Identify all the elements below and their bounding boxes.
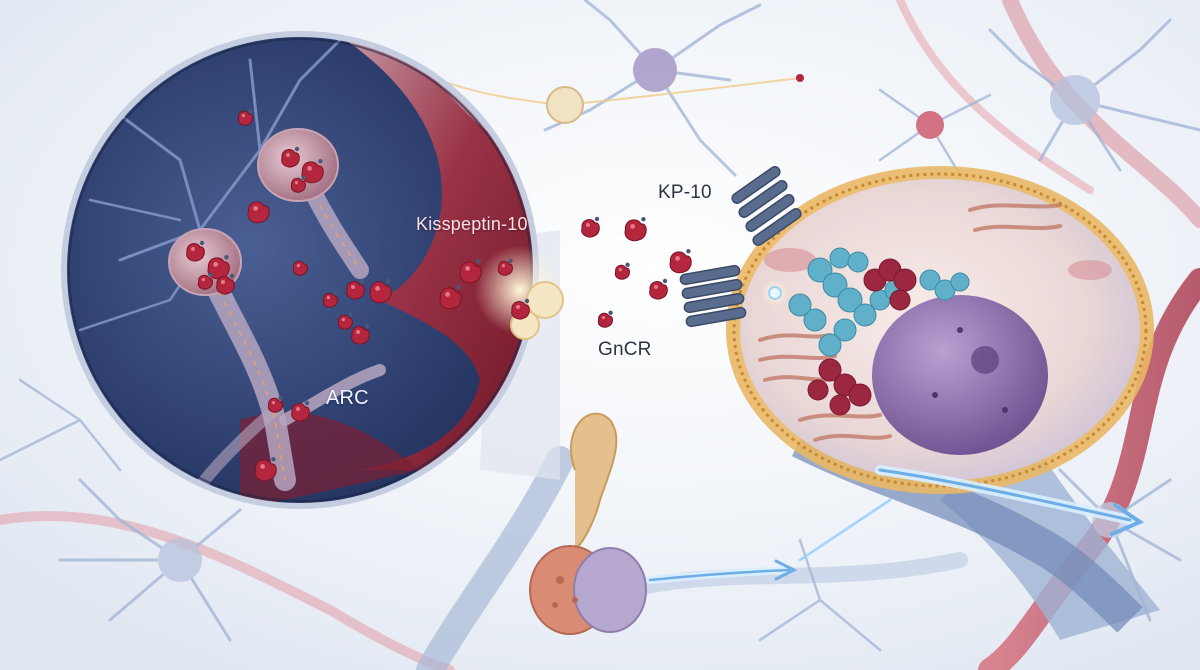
gland bbox=[529, 412, 647, 635]
peptide-icon bbox=[337, 312, 353, 330]
label-kp10: KP-10 bbox=[658, 182, 712, 203]
peptide-icon bbox=[254, 457, 277, 482]
peptide-icon bbox=[207, 255, 230, 280]
peptide-icon bbox=[216, 273, 235, 295]
peptide-icon bbox=[292, 258, 308, 276]
neuron-soma bbox=[168, 128, 339, 296]
label-receptor: GnCR bbox=[598, 339, 652, 360]
peptide-icon bbox=[281, 146, 300, 168]
peptide-icon bbox=[247, 199, 270, 224]
neuron-icon bbox=[543, 0, 762, 177]
peptide-icon bbox=[614, 262, 630, 280]
label-kisspeptin: Kisspeptin-10 bbox=[416, 214, 528, 234]
neuron-icon bbox=[878, 88, 992, 177]
peptide-icon bbox=[186, 240, 205, 262]
peptide-icon bbox=[649, 278, 668, 300]
receptor-icon bbox=[679, 264, 747, 328]
peptide-icon bbox=[511, 298, 530, 320]
peptide-icon bbox=[290, 175, 306, 193]
protein-complex bbox=[788, 247, 970, 416]
peptide-icon bbox=[351, 323, 370, 345]
small-soma bbox=[439, 74, 804, 124]
peptide-icon bbox=[237, 108, 253, 126]
peptide-icon bbox=[459, 259, 482, 284]
peptide-icon bbox=[497, 258, 513, 276]
peptide-icon bbox=[197, 272, 213, 290]
neuron-icon bbox=[988, 18, 1200, 172]
peptide-cluster bbox=[186, 108, 692, 482]
nucleus-icon bbox=[872, 295, 1048, 455]
peptide-icon bbox=[669, 249, 692, 274]
peptide-icon bbox=[346, 278, 365, 300]
neuron-icon bbox=[58, 478, 242, 642]
receptor-icon bbox=[731, 166, 802, 246]
peptide-icon bbox=[267, 395, 283, 413]
peptide-icon bbox=[624, 217, 647, 242]
peptide-icon bbox=[369, 279, 392, 304]
peptide-icon bbox=[301, 159, 324, 184]
peptide-icon bbox=[439, 285, 462, 310]
signal-arrow-icon bbox=[646, 465, 1145, 584]
label-arc: ARC bbox=[326, 387, 369, 409]
target-cell bbox=[679, 166, 1160, 640]
peptide-icon bbox=[597, 310, 613, 328]
peptide-icon bbox=[322, 290, 338, 308]
peptide-icon bbox=[581, 216, 600, 238]
peptide-icon bbox=[291, 400, 310, 422]
